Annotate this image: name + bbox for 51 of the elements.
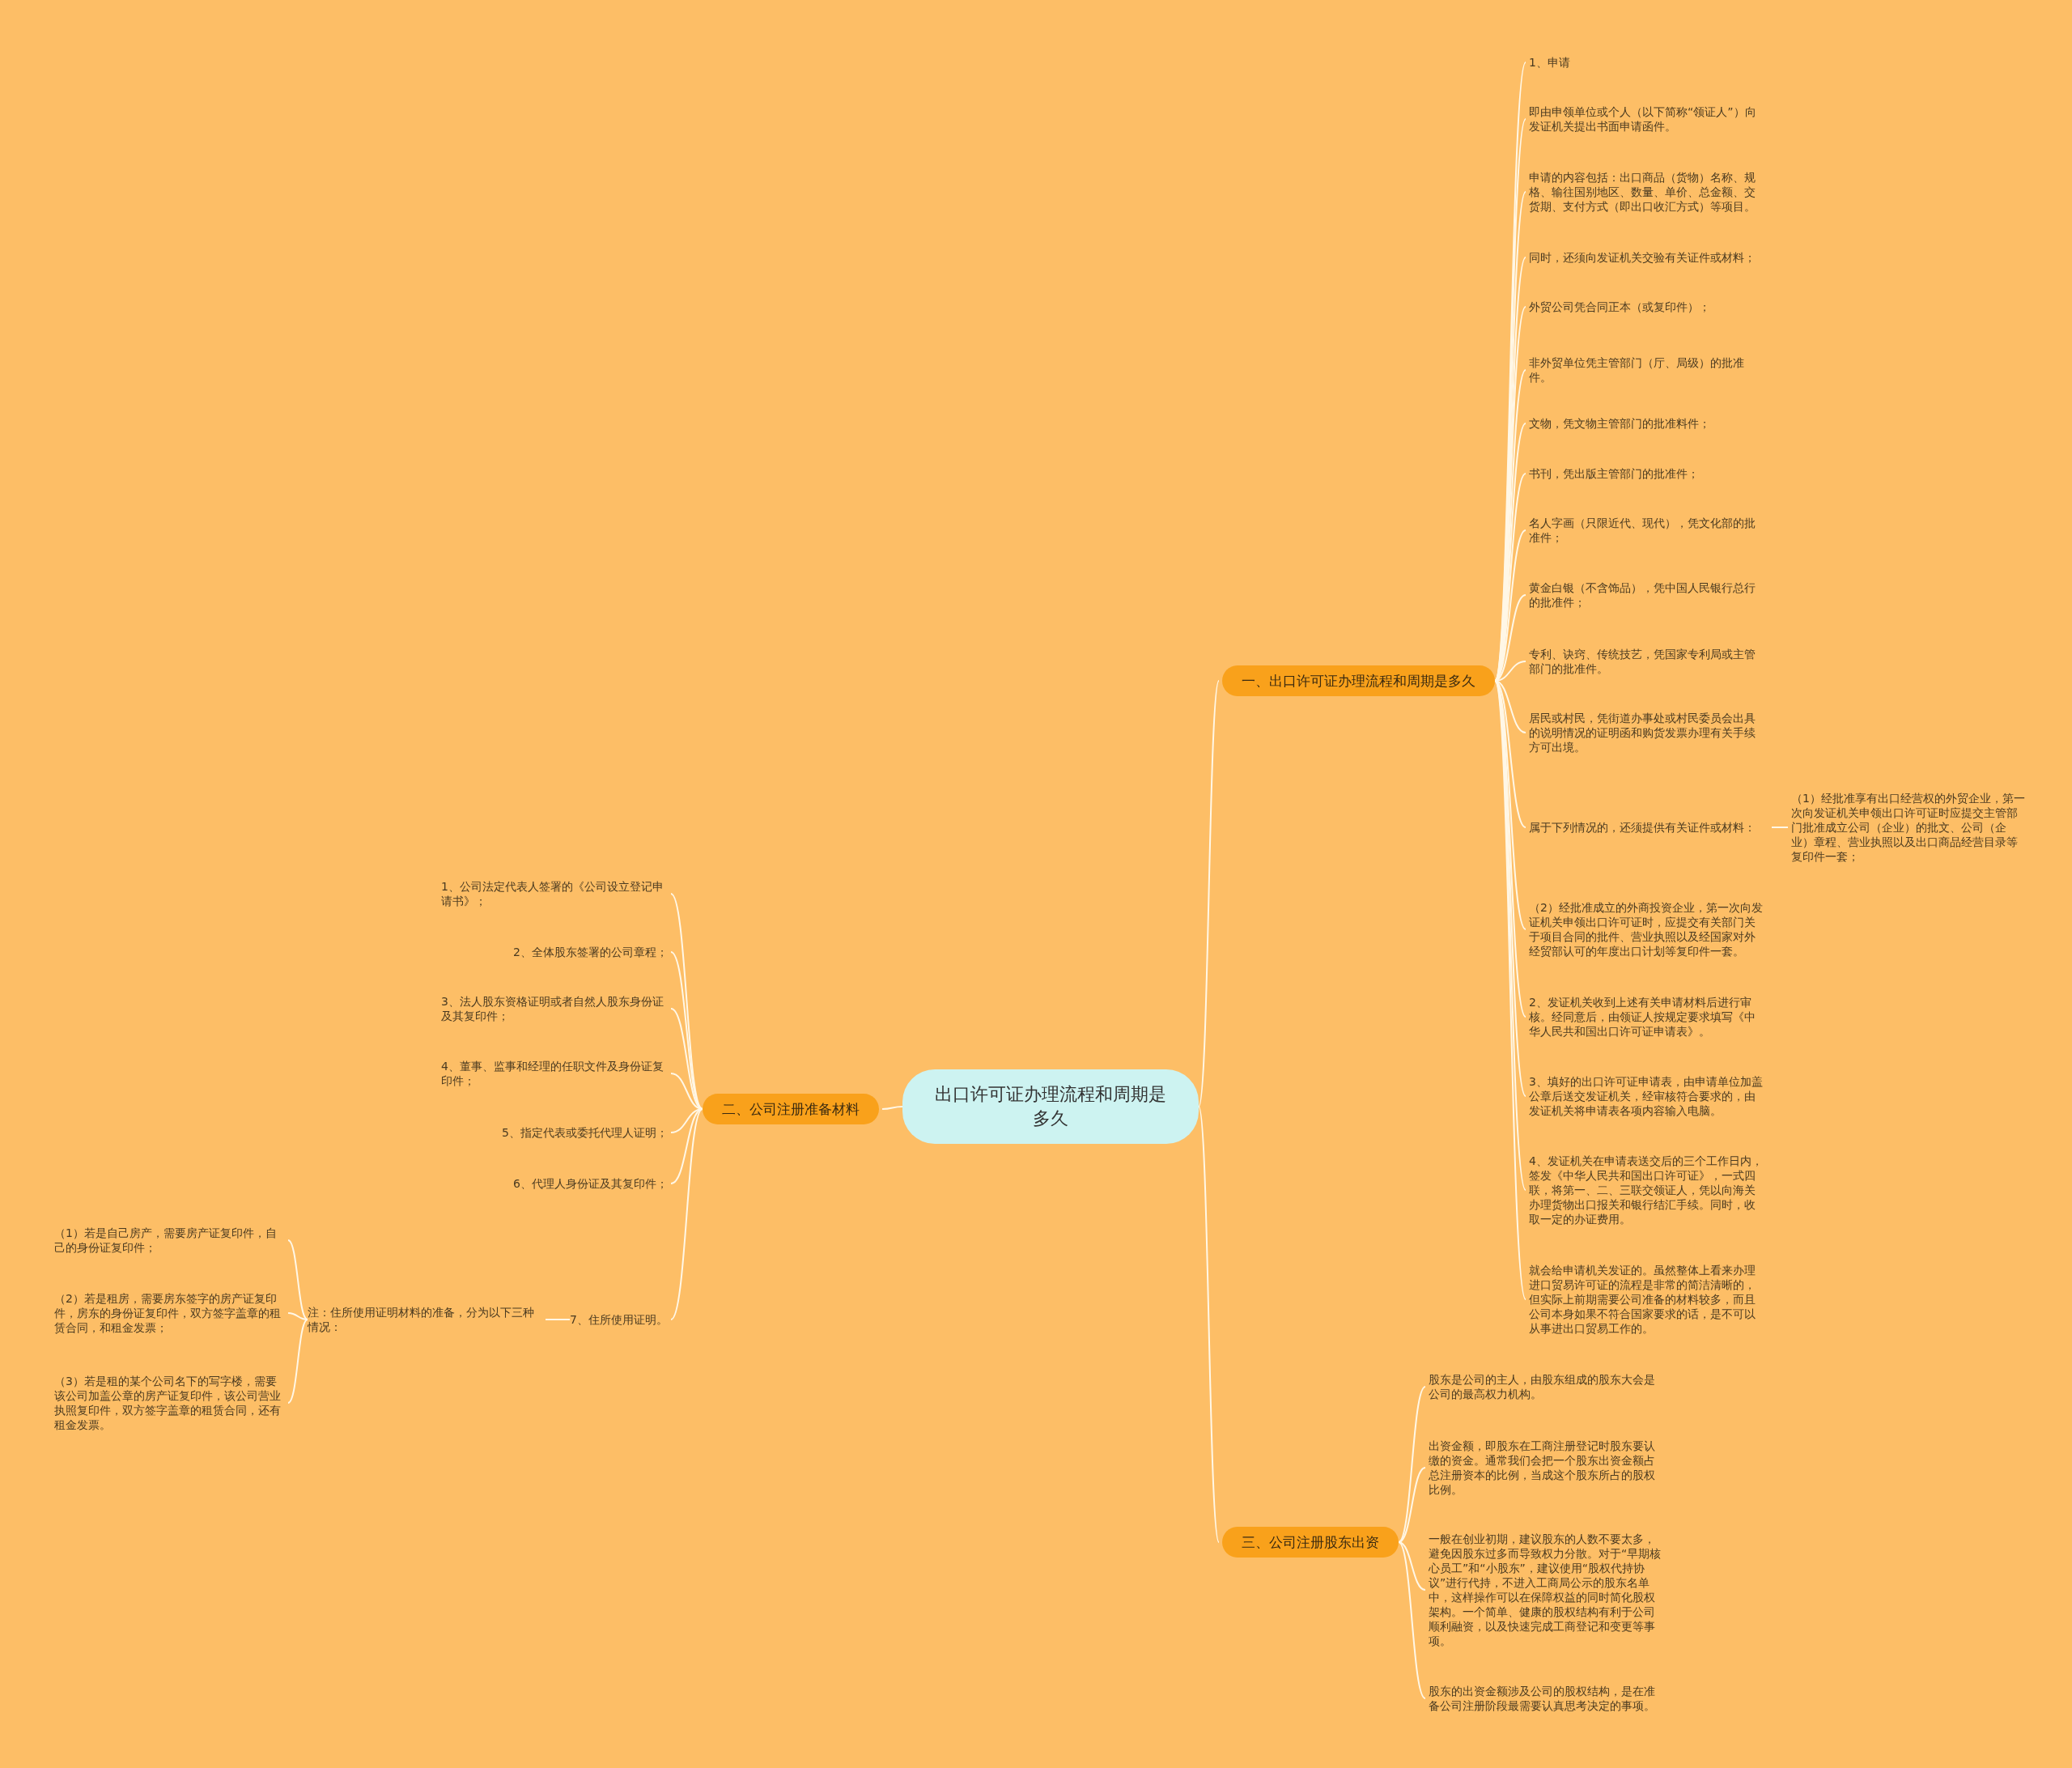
connector-line: [1398, 1386, 1426, 1543]
connector-line: [287, 1239, 308, 1320]
topic-text: 专利、诀窍、传统技艺，凭国家专利局或主管部门的批准件。: [1529, 647, 1765, 676]
topic-text: 4、董事、监事和经理的任职文件及身份证复印件；: [441, 1059, 668, 1088]
topic-text: 2、发证机关收到上述有关申请材料后进行审核。经同意后，由领证人按规定要求填写《中华人民共和国出口许可证申请表》。: [1529, 995, 1765, 1039]
topic-text: 申请的内容包括：出口商品（货物）名称、规格、输往国别地区、数量、单价、总金额、交货期、支付方式（即出口收汇方式）等项目。: [1529, 170, 1765, 214]
topic-text: 属于下列情况的，还须提供有关证件或材料：: [1529, 820, 1772, 835]
topic-text: （1）若是自己房产，需要房产证复印件，自己的身份证复印件；: [54, 1226, 285, 1255]
topic-text: 5、指定代表或委托代理人证明；: [502, 1125, 668, 1140]
topic-text: 名人字画（只限近代、现代），凭文化部的批准件；: [1529, 516, 1765, 545]
topic-text: 居民或村民，凭街道办事处或村民委员会出具的说明情况的证明函和购货发票办理有关手续方可出境。: [1529, 711, 1765, 754]
branch-topic: 三、公司注册股东出资: [1222, 1527, 1399, 1558]
topic-text: 1、申请: [1529, 55, 1765, 70]
topic-text: 黄金白银（不含饰品），凭中国人民银行总行的批准件；: [1529, 580, 1765, 610]
topic-text: 同时，还须向发证机关交验有关证件或材料；: [1529, 250, 1765, 265]
topic-text: 股东的出资金额涉及公司的股权结构，是在准备公司注册阶段最需要认真思考决定的事项。: [1429, 1684, 1665, 1713]
connector-line: [287, 1319, 308, 1404]
connector-line: [1198, 680, 1220, 1107]
topic-text: 一般在创业初期，建议股东的人数不要太多，避免因股东过多而导致权力分散。对于“早期核心员工”和“小股东”，建议使用“股权代持协议”进行代持，不进入工商局公示的股东名单中，这样操作可以在保障权益的同时简化股权架构。一个简单、健康的股权结构有利于公司顺利融资，以及快速完成工商登记和变更等事项。: [1429, 1532, 1665, 1648]
connector-line: [670, 1108, 703, 1184]
connector-line: [670, 1108, 703, 1320]
topic-text: 7、住所使用证明。: [570, 1312, 668, 1327]
topic-text: （2）若是租房，需要房东签字的房产证复印件，房东的身份证复印件，双方签字盖章的租赁合同，和租金发票；: [54, 1291, 285, 1335]
topic-text: （2）经批准成立的外商投资企业，第一次向发证机关申领出口许可证时，应提交有关部门关于项目合同的批件、营业执照以及经国家对外经贸部认可的年度出口计划等复印件一套。: [1529, 900, 1765, 958]
connector-line: [881, 1106, 903, 1110]
branch-topic: 一、出口许可证办理流程和周期是多久: [1222, 665, 1495, 696]
connector-line: [1398, 1541, 1426, 1699]
topic-text: 4、发证机关在申请表送交后的三个工作日内，签发《中华人民共和国出口许可证》，一式四联，将第一、二、三联交领证人，凭以向海关办理货物出口报关和银行结汇手续。同时，收取一定的办证费用。: [1529, 1154, 1765, 1226]
central-topic: 出口许可证办理流程和周期是多久: [902, 1069, 1199, 1144]
topic-text: 1、公司法定代表人签署的《公司设立登记申请书》；: [441, 879, 668, 908]
topic-text: 就会给申请机关发证的。虽然整体上看来办理进口贸易许可证的流程是非常的简洁清晰的，但实际上前期需要公司准备的材料较多，而且公司本身如果不符合国家要求的话，是不可以从事进出口贸易工作的。: [1529, 1263, 1765, 1336]
topic-text: 股东是公司的主人，由股东组成的股东大会是公司的最高权力机构。: [1429, 1372, 1665, 1401]
topic-text: 出资金额，即股东在工商注册登记时股东要认缴的资金。通常我们会把一个股东出资金额占总注册资本的比例，当成这个股东所占的股权比例。: [1429, 1439, 1665, 1497]
branch-topic: 二、公司注册准备材料: [703, 1094, 879, 1124]
topic-text: （1）经批准享有出口经营权的外贸企业，第一次向发证机关申领出口许可证时应提交主管部门批准成立公司（企业）的批文、公司（企业）章程、营业执照以及出口商品经营目录等复印件一套；: [1791, 791, 2026, 864]
topic-text: 3、填好的出口许可证申请表，由申请单位加盖公章后送交发证机关，经审核符合要求的，由发证机关将申请表各项内容输入电脑。: [1529, 1074, 1765, 1118]
topic-text: 书刊，凭出版主管部门的批准件；: [1529, 466, 1765, 481]
topic-text: 文物，凭文物主管部门的批准料件；: [1529, 416, 1765, 431]
topic-text: 外贸公司凭合同正本（或复印件）；: [1529, 300, 1765, 314]
topic-text: 即由申领单位或个人（以下简称“领证人”）向发证机关提出书面申请函件。: [1529, 104, 1765, 134]
connector-line: [1398, 1467, 1426, 1543]
topic-text: 2、全体股东签署的公司章程；: [513, 945, 668, 959]
topic-text: （3）若是租的某个公司名下的写字楼，需要该公司加盖公章的房产证复印件，该公司营业执照复印件，双方签字盖章的租赁合同，还有租金发票。: [54, 1374, 285, 1432]
connector-line: [1771, 827, 1789, 828]
topic-text: 6、代理人身份证及其复印件；: [513, 1176, 668, 1191]
topic-text: 非外贸单位凭主管部门（厅、局级）的批准件。: [1529, 355, 1765, 385]
connector-line: [1198, 1106, 1220, 1543]
connector-line: [287, 1312, 308, 1320]
topic-text: 3、法人股东资格证明或者自然人股东身份证及其复印件；: [441, 994, 668, 1023]
connector-line: [545, 1319, 571, 1320]
topic-text: 注：住所使用证明材料的准备，分为以下三种情况：: [308, 1305, 542, 1334]
